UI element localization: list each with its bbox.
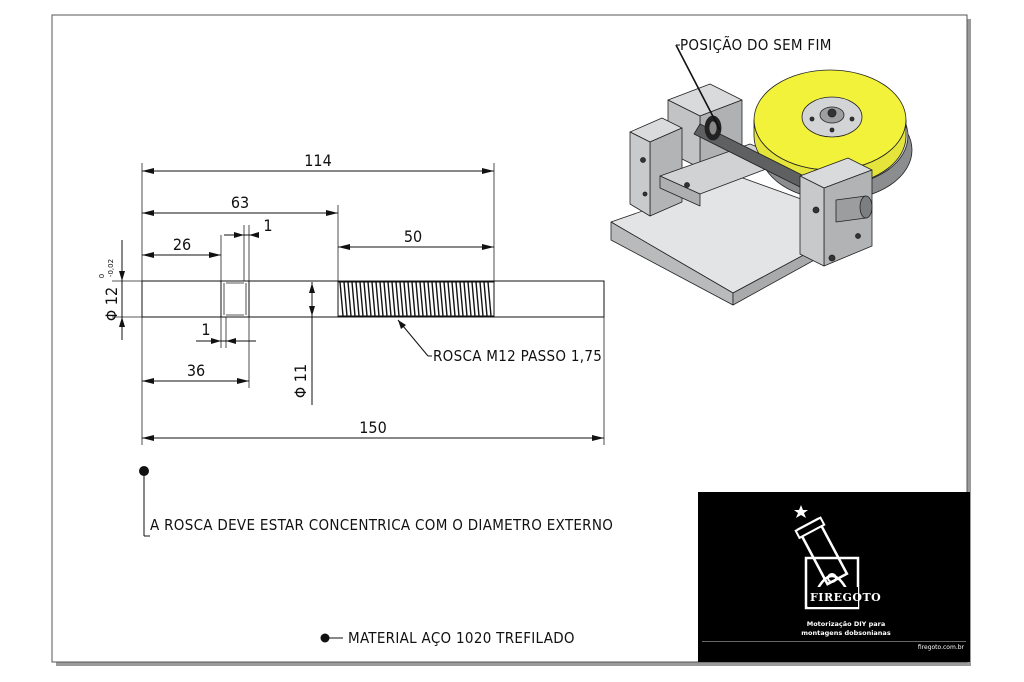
tolerance-upper: 0 (98, 274, 106, 278)
logo-tagline-line-1: Motorização DIY para (806, 620, 886, 628)
dim-dia-11-label: Φ 11 (291, 364, 310, 398)
dim-50: 50 (338, 227, 494, 250)
logo-brand-name: FIREGOTO (810, 591, 882, 604)
firegoto-logo-panel: FIREGOTO Motorização DIY para montagens … (698, 492, 970, 662)
logo-tagline-line-2: montagens dobsonianas (801, 629, 891, 637)
material-note-text: MATERIAL AÇO 1020 TREFILADO (348, 629, 575, 647)
assembly-3d-view (610, 69, 913, 306)
dim-63: 63 (142, 193, 338, 216)
dim-1-top-label: 1 (263, 216, 272, 235)
dim-1-bottom: 1 (196, 320, 256, 344)
dim-26: 26 (142, 235, 221, 258)
concentric-note-text: A ROSCA DEVE ESTAR CONCENTRICA COM O DIA… (150, 516, 613, 534)
dim-26-label: 26 (173, 235, 191, 254)
dim-dia-12: Φ 12 0 -0,02 (98, 240, 125, 340)
dim-36-label: 36 (187, 361, 205, 380)
logo-tagline: Motorização DIY para montagens dobsonian… (766, 620, 926, 638)
dim-dia-11: Φ 11 (291, 282, 315, 405)
thread-spec-label: ROSCA M12 PASSO 1,75 (433, 347, 602, 365)
worm-position-callout: POSIÇÃO DO SEM FIM (675, 35, 832, 131)
concentric-note: A ROSCA DEVE ESTAR CONCENTRICA COM O DIA… (139, 466, 613, 537)
dim-114-label: 114 (304, 151, 331, 170)
worm-position-label: POSIÇÃO DO SEM FIM (680, 35, 832, 54)
shaft-outline (141, 280, 605, 318)
dim-1-bottom-label: 1 (201, 320, 210, 339)
dim-dia-12-label: Φ 12 (102, 287, 121, 321)
dim-63-label: 63 (231, 193, 249, 212)
telescope-logo-icon (794, 505, 860, 610)
logo-website: firegoto.com.br (917, 644, 964, 651)
dim-150-label: 150 (359, 418, 386, 437)
thread-callout: ROSCA M12 PASSO 1,75 (397, 319, 602, 365)
material-note: MATERIAL AÇO 1020 TREFILADO (320, 629, 575, 647)
thread-section (337, 281, 495, 317)
dim-36: 36 (142, 361, 249, 384)
dim-50-label: 50 (404, 227, 422, 246)
dim-114: 114 (142, 151, 494, 174)
dim-150: 150 (142, 418, 604, 441)
tolerance-lower: -0,02 (107, 259, 115, 277)
dim-1-top: 1 (224, 216, 273, 238)
logo-divider (702, 641, 966, 642)
